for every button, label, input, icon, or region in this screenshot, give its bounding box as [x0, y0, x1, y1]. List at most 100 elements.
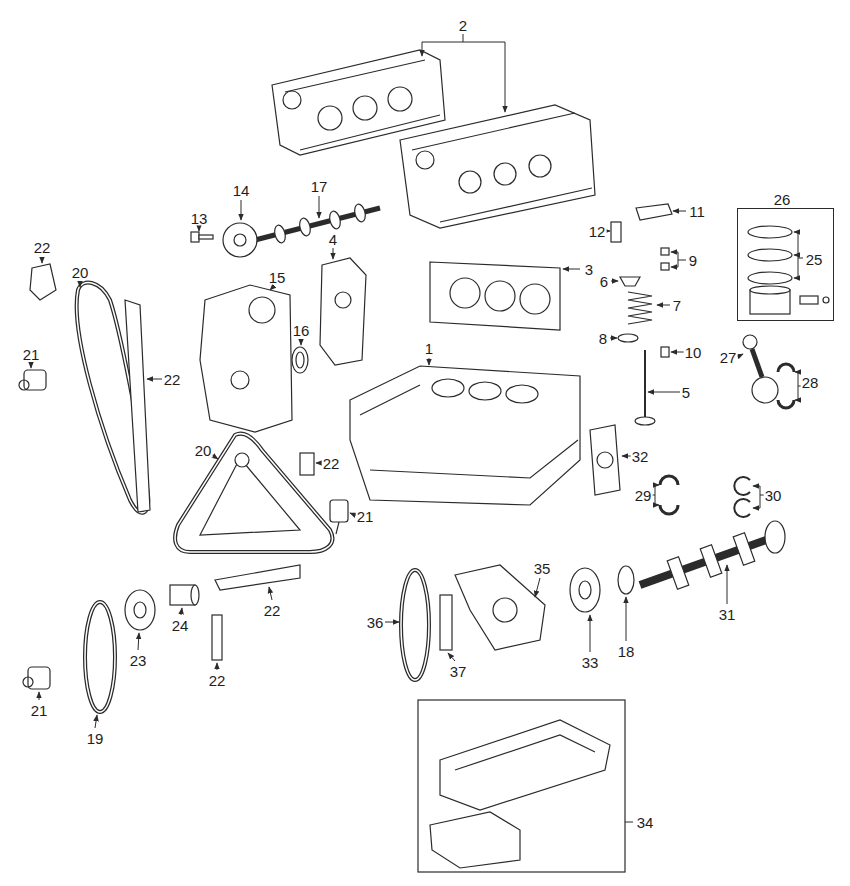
parts-kit-box: 2625	[737, 208, 834, 321]
callout-number: 23	[129, 653, 148, 668]
seal-part	[292, 347, 308, 373]
head-gasket-part	[430, 262, 560, 330]
timing-cover-part	[231, 371, 249, 389]
balance-chain-part	[85, 602, 115, 712]
valve-spring	[628, 292, 652, 324]
cylinder-head-right-part	[416, 151, 434, 169]
crankshaft-part	[640, 535, 780, 585]
lower-timing-chain-part	[200, 458, 300, 535]
leader-lines-part	[31, 364, 32, 368]
callout-number: 25	[805, 252, 824, 267]
leader-lines-part	[319, 196, 320, 218]
lower-timing-chain-part	[175, 434, 332, 552]
callout-number: 31	[718, 607, 737, 622]
leader-lines-part	[181, 608, 182, 615]
oil-pan-box-part	[418, 700, 625, 872]
leader-lines-part	[590, 615, 591, 652]
engine-block-part	[350, 366, 580, 505]
cover	[320, 258, 366, 365]
cylinder-head-left-part	[353, 96, 377, 120]
rocker-arm-part	[636, 204, 672, 220]
head-bracket-part	[422, 42, 423, 56]
callout-number: 11	[688, 204, 706, 219]
head-gasket	[430, 262, 560, 330]
leader-lines-part	[217, 663, 218, 670]
bushing-part	[191, 585, 199, 605]
bolt-part	[199, 235, 213, 239]
oil-pan-box	[418, 700, 633, 872]
callout-number: 3	[584, 262, 594, 277]
callout-number: 17	[310, 179, 329, 194]
crankshaft-part	[733, 533, 755, 565]
leader-lines-part	[333, 248, 334, 259]
engine-block	[350, 366, 580, 505]
tensioner-upper	[19, 370, 46, 390]
crank-pulley-part	[579, 581, 591, 599]
timing-cover	[200, 285, 292, 432]
lower-timing-chain-part	[235, 453, 249, 467]
piston-kit-part	[748, 272, 792, 284]
piston-kit-part	[798, 232, 803, 278]
leader-lines-part	[795, 372, 798, 373]
callout-number: 37	[449, 664, 468, 679]
cam-sprocket	[223, 223, 257, 257]
head-gasket-part	[450, 278, 480, 308]
cylinder-head-left-part	[388, 87, 412, 111]
leader-lines-part	[652, 485, 655, 505]
callout-number: 22	[322, 456, 341, 471]
leader-lines-part	[147, 379, 162, 380]
piston-kit-part	[794, 232, 798, 233]
callout-number: 28	[801, 375, 820, 390]
chain-guide-top	[30, 264, 56, 300]
leader-lines-part	[648, 392, 680, 393]
chain-guide-top-part	[30, 264, 56, 300]
oil-pump	[455, 565, 545, 650]
valve-keepers-part	[661, 248, 669, 255]
oil-pan-box-part	[625, 822, 633, 823]
thrust-washers-part	[734, 477, 750, 495]
valve-seal	[661, 347, 669, 357]
rocker-arm	[636, 204, 672, 220]
callout-number: 35	[533, 561, 552, 576]
callout-number: 5	[681, 385, 691, 400]
callout-number: 19	[86, 731, 105, 746]
callout-number: 1	[424, 341, 434, 356]
callout-number: 32	[631, 449, 650, 464]
rod-bearings	[778, 364, 794, 408]
leader-lines-part	[42, 257, 43, 263]
engine-block-part	[360, 385, 578, 478]
leader-lines-part	[138, 633, 139, 650]
callout-number: 22	[263, 603, 282, 618]
callout-number: 22	[163, 372, 182, 387]
bushing	[170, 585, 199, 605]
bolt	[191, 232, 213, 242]
tensioner-mid-part	[330, 500, 348, 522]
chain-guide-long	[125, 300, 150, 512]
callout-number: 22	[208, 673, 227, 688]
rod-bearings-part	[778, 364, 794, 372]
thrust-washers	[734, 477, 750, 517]
callout-number: 36	[366, 615, 385, 630]
oil-pan-box-part	[430, 812, 520, 868]
leader-lines-part	[269, 587, 272, 600]
callout-number: 8	[598, 331, 608, 346]
callout-number: 26	[773, 192, 792, 207]
valve-seal-part	[661, 347, 669, 357]
leader-lines-part	[350, 513, 355, 515]
tensioner-mid-part	[336, 522, 339, 534]
callout-number: 7	[672, 298, 682, 313]
leader-lines-part	[199, 227, 200, 231]
rod-bearings-part	[778, 400, 794, 408]
chain-guide-mid-part	[300, 453, 314, 475]
connecting-rod-part	[743, 335, 757, 349]
cylinder-head-right-part	[494, 163, 516, 185]
seal-plate-part	[597, 452, 613, 468]
connecting-rod	[743, 335, 778, 403]
oil-pump-chain-part	[401, 570, 429, 680]
callout-number: 20	[71, 265, 90, 280]
piston-kit-part	[794, 278, 798, 279]
leader-lines-part	[673, 211, 686, 212]
callout-number: 9	[688, 253, 698, 268]
chain-guide	[440, 595, 452, 650]
